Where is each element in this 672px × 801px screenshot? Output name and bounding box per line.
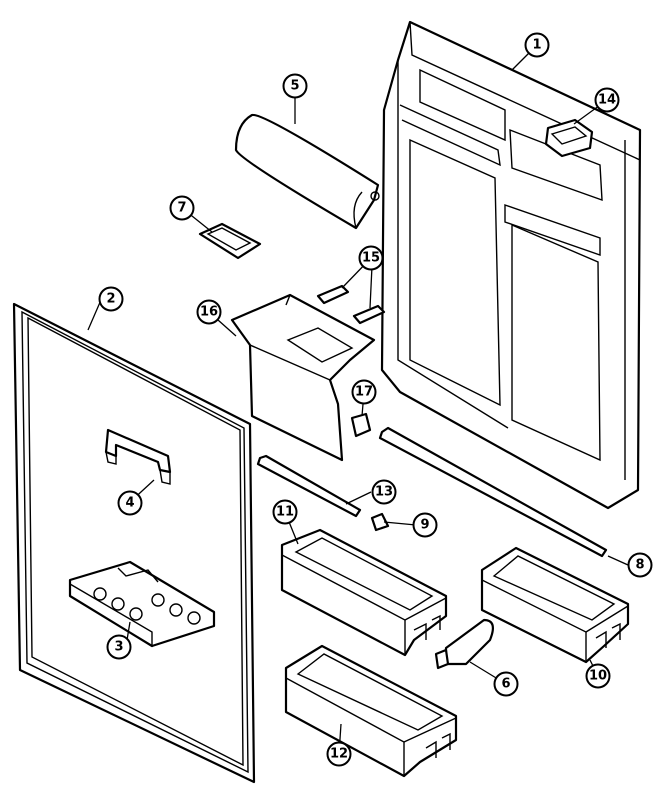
- callout-10: 10: [585, 663, 611, 689]
- short-trim-strip: [256, 454, 362, 518]
- callout-8-label: 8: [635, 558, 644, 573]
- callout-7-label: 7: [177, 201, 186, 216]
- callout-4: 4: [117, 490, 143, 516]
- callout-9: 9: [412, 512, 438, 538]
- small-clip: [370, 512, 390, 532]
- retainer-clip: [350, 412, 372, 438]
- callout-14: 14: [594, 87, 620, 113]
- callout-15-label: 15: [362, 251, 380, 266]
- door-shelf-upper-left: [280, 528, 448, 657]
- callout-12: 12: [326, 741, 352, 767]
- callout-6: 6: [493, 671, 519, 697]
- dairy-door: [234, 113, 380, 230]
- callout-12-label: 12: [330, 747, 348, 762]
- callout-8: 8: [627, 552, 653, 578]
- callout-3: 3: [106, 634, 132, 660]
- callout-1: 1: [524, 32, 550, 58]
- long-trim-strip: [378, 426, 608, 558]
- small-tray: [198, 222, 262, 260]
- callout-13: 13: [371, 479, 397, 505]
- callout-16: 16: [196, 299, 222, 325]
- door-gasket: [12, 302, 256, 784]
- egg-tray: [68, 560, 216, 648]
- callout-2: 2: [98, 286, 124, 312]
- callout-16-label: 16: [200, 305, 218, 320]
- callout-9-label: 9: [420, 518, 429, 533]
- callout-5-label: 5: [290, 79, 299, 94]
- callout-10-label: 10: [589, 669, 607, 684]
- callout-5: 5: [282, 73, 308, 99]
- dairy-hinges: [316, 284, 386, 325]
- door-shelf-right: [480, 546, 630, 664]
- dairy-compartment: [230, 293, 376, 462]
- callout-11-label: 11: [276, 505, 294, 520]
- handle-bracket: [104, 428, 172, 485]
- callout-11: 11: [272, 499, 298, 525]
- callout-6-label: 6: [501, 677, 510, 692]
- callout-17: 17: [351, 379, 377, 405]
- shelf-divider: [434, 618, 495, 670]
- callout-14-label: 14: [598, 93, 616, 108]
- callout-2-label: 2: [106, 292, 115, 307]
- callout-4-label: 4: [125, 496, 134, 511]
- callout-7: 7: [169, 195, 195, 221]
- callout-1-label: 1: [532, 38, 541, 53]
- door-shelf-lower: [284, 644, 458, 778]
- callout-17-label: 17: [355, 385, 373, 400]
- callout-3-label: 3: [114, 640, 123, 655]
- door-liner-cup: [544, 118, 594, 158]
- callout-13-label: 13: [375, 485, 393, 500]
- callout-15: 15: [358, 245, 384, 271]
